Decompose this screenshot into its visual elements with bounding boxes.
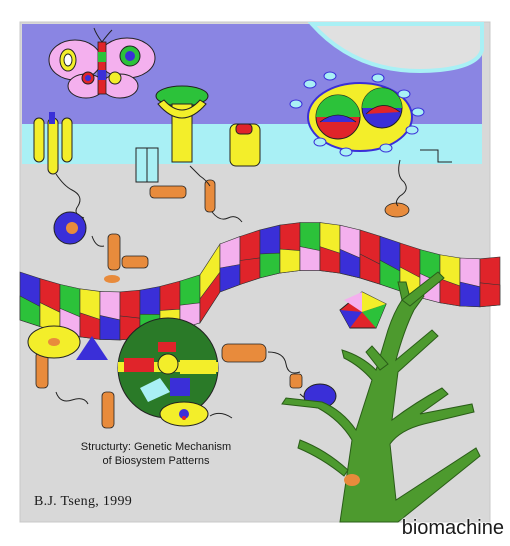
caption-line-2: of Biosystem Patterns	[102, 455, 210, 467]
helix-segment	[279, 248, 301, 274]
helix-segment	[479, 282, 501, 308]
small-cell	[159, 401, 209, 427]
yellow-cell	[27, 325, 108, 360]
caption-line-1: Structurty: Genetic Mechanism	[80, 441, 232, 453]
dna-helix	[19, 222, 501, 341]
signal-blocks	[35, 179, 410, 429]
author-signature: B.J. Tseng, 1999	[34, 494, 133, 509]
pinwheel-cell	[117, 317, 219, 419]
helix-segment	[299, 246, 321, 271]
diamond-icon	[339, 291, 387, 329]
cell-arc	[307, 22, 484, 73]
tree-icon	[281, 271, 481, 523]
virus-icon	[289, 71, 425, 157]
watermark: biomachine	[401, 517, 504, 539]
butterfly-icon	[48, 27, 156, 99]
blue-ring	[53, 211, 87, 245]
receptor-icon	[33, 85, 261, 183]
tree-fruit	[344, 474, 360, 486]
caption: Structurty: Genetic Mechanism of Biosyst…	[46, 440, 266, 468]
helix-segment	[99, 315, 121, 341]
